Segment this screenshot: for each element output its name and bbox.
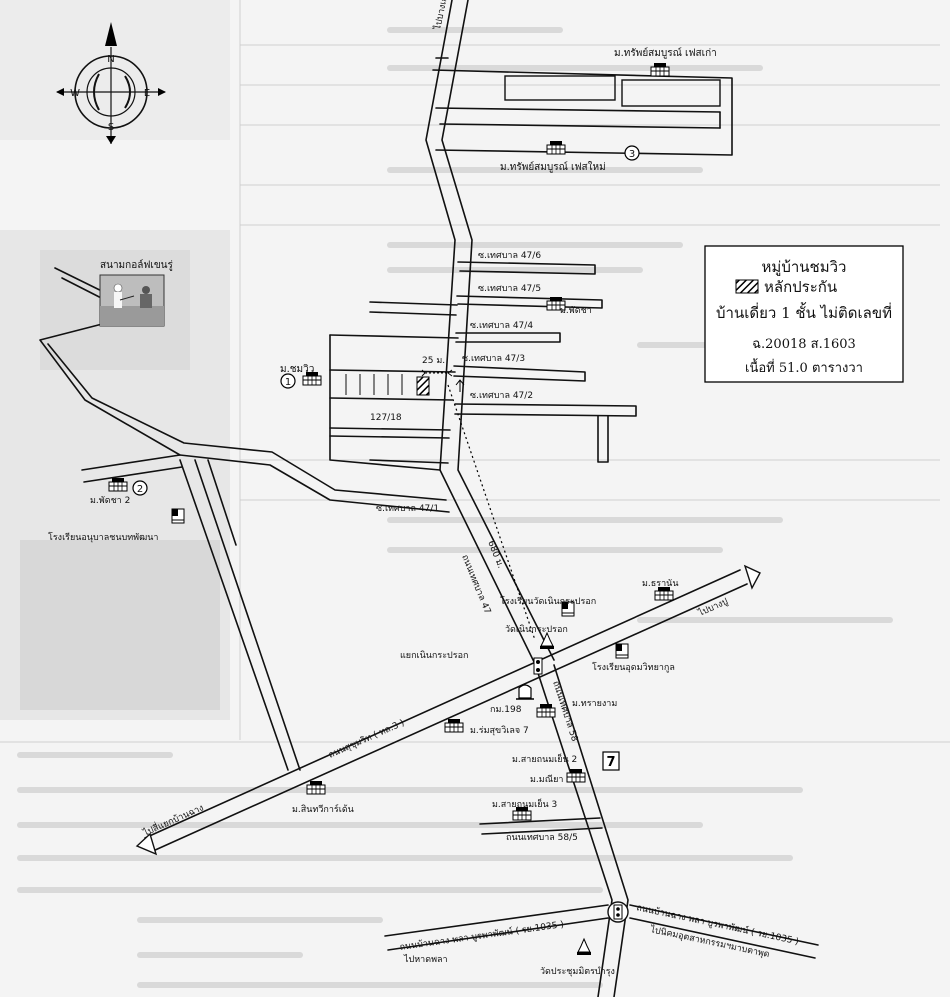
collateral-plot	[416, 376, 430, 396]
svg-text:S: S	[108, 122, 114, 133]
road-network	[39, 0, 819, 997]
building-icon-tarat-old	[650, 62, 670, 77]
label-tarat-old: ม.ทรัพย์สมบูรณ์ เฟสเก่า	[614, 47, 717, 59]
label-school-anuban: โรงเรียนอนุบาลชนบทพัฒนา	[48, 532, 158, 543]
label-wat-nern: วัดเนินกระปรอก	[505, 624, 568, 635]
svg-text:2: 2	[137, 484, 143, 495]
label-soi-47-2: ซ.เทศบาล 47/2	[470, 391, 533, 401]
legend-box: หมู่บ้านชมวิว หลักประกัน บ้านเดี่ยว 1 ชั…	[704, 245, 904, 383]
label-tarat-new: ม.ทรัพย์สมบูรณ์ เฟสใหม่	[500, 161, 606, 173]
svg-text:N: N	[107, 54, 114, 65]
label-dist-680: 680 ม.	[485, 539, 505, 569]
building-icon-pradangam	[536, 703, 556, 718]
label-soi-47-3: ซ.เทศบาล 47/3	[462, 354, 525, 364]
label-school-udom: โรงเรียนอุดมวิทยากูล	[592, 662, 675, 673]
svg-text:3: 3	[629, 149, 635, 160]
label-house-no: 127/18	[370, 413, 402, 423]
label-soi-47-5: ซ.เทศบาล 47/5	[478, 284, 541, 294]
label-yaek-nern: แยกเนินกระปรอก	[400, 650, 468, 661]
label-golf: สนามกอล์ฟเขนรู่	[100, 259, 174, 271]
legend-swatch-label: หลักประกัน	[764, 278, 837, 296]
label-road-47: ถนนเทศบาล 47	[459, 553, 492, 615]
label-saithan2: ม.สายถนมเย็น 2	[512, 752, 577, 765]
temple-icon-prachum	[576, 938, 592, 956]
legend-line2: ฉ.20018 ส.1603	[752, 337, 856, 352]
label-km198: กม.198	[490, 705, 522, 715]
traffic-light-icon-1035	[613, 904, 623, 920]
marker-2-badge: 2	[132, 480, 148, 496]
svg-text:W: W	[70, 88, 80, 99]
label-soi-47-6: ซ.เทศบาล 47/6	[478, 251, 541, 261]
label-wat-prachum: วัดประชุมมิตรบำรุง	[540, 966, 615, 977]
label-soi-47-1: ซ.เทศบาล 47/1	[376, 504, 439, 514]
label-to-hat-phla: ไปหาดพลา	[403, 954, 448, 965]
label-chomwiw: ม.ชมวิว	[280, 364, 314, 375]
label-romsuk: ม.ร่มสุขวิเลจ 7	[470, 725, 529, 736]
legend-line1: บ้านเดี่ยว 1 ชั้น ไม่ติดเลขที่	[716, 302, 892, 322]
label-thanan: ม.ธรานัน	[642, 579, 678, 589]
label-saithan3: ม.สายถนมเย็น 3	[492, 797, 557, 810]
label-sinthawee: ม.สินทวีการ์เด้น	[292, 803, 354, 815]
legend-title: หมู่บ้านชมวิว	[762, 258, 847, 276]
compass-rose-icon: N S W E	[56, 22, 166, 144]
golf-course-photo	[99, 274, 165, 327]
building-icon-sinthawee	[306, 780, 326, 795]
label-maneeya: ม.มณียา	[530, 774, 563, 785]
legend-swatch	[735, 279, 759, 294]
label-soi-58-5: ถนนเทศบาล 58/5	[506, 833, 578, 843]
building-icon-tarat-new	[546, 140, 566, 155]
label-top-road: ไปบางเก่า	[432, 0, 451, 32]
label-to-ban-chang: ไปสี่แยกบ้านฉาง	[140, 801, 205, 840]
marker-1-badge: 1	[280, 373, 296, 389]
building-icon-romsuk	[444, 718, 464, 733]
legend-line3: เนื้อที่ 51.0 ตารางวา	[745, 358, 863, 376]
seven-eleven-icon: 7	[602, 751, 620, 771]
label-phatcha2: ม.พัดชา 2	[90, 496, 130, 506]
marker-3-badge: 3	[624, 145, 640, 161]
svg-text:E: E	[144, 88, 150, 99]
school-icon-udom	[615, 643, 629, 659]
svg-text:1: 1	[285, 377, 291, 388]
label-soi-47-4: ซ.เทศบาล 47/4	[470, 321, 533, 331]
label-dist-25: 25 ม.	[422, 356, 445, 366]
km-marker-icon	[516, 684, 534, 700]
traffic-light-icon	[533, 657, 543, 675]
svg-text:7: 7	[606, 755, 615, 770]
school-icon-anuban	[171, 508, 185, 524]
label-pradangam: ม.ทรายงาม	[572, 699, 617, 709]
label-school-wat: โรงเรียนวัดเนินกระปรอก	[500, 596, 596, 607]
label-phatcha: ม.พัดชา	[560, 306, 592, 316]
